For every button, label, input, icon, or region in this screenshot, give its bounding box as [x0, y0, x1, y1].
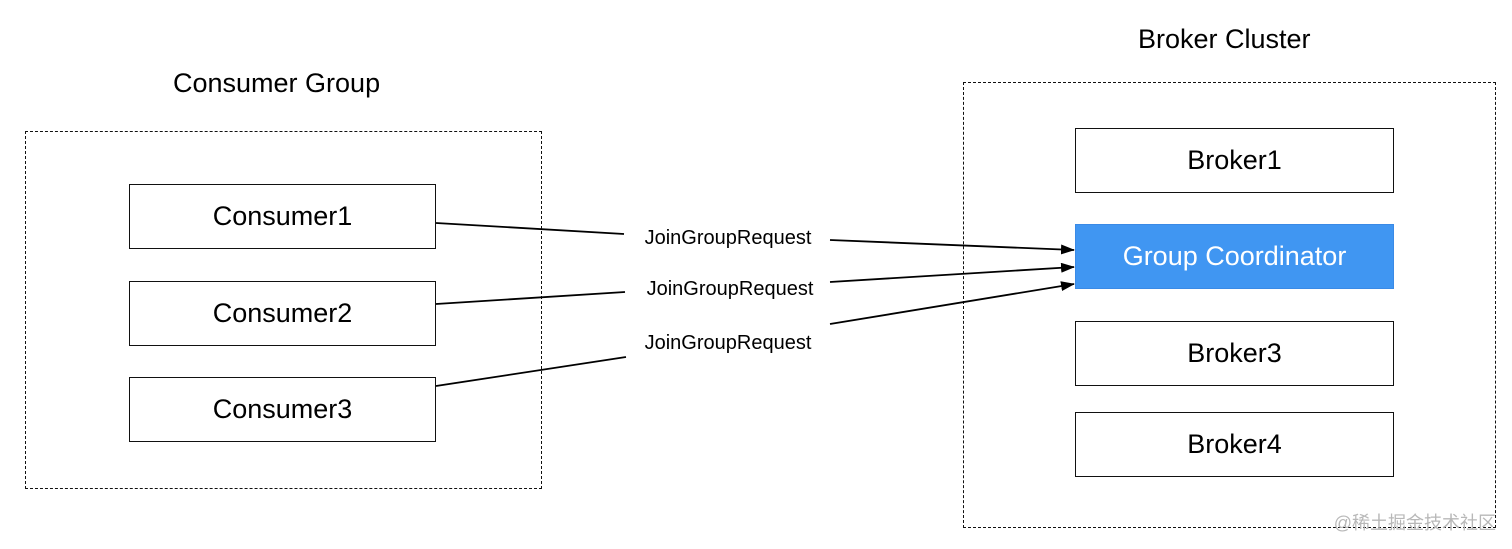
request-3-label: JoinGroupRequest: [645, 332, 812, 354]
consumer-group-container: [25, 131, 542, 489]
broker-3-node: Broker3: [1075, 321, 1394, 386]
request-1-label: JoinGroupRequest: [645, 227, 812, 249]
request-2-label: JoinGroupRequest: [647, 278, 814, 300]
consumer-1-node: Consumer1: [129, 184, 436, 249]
request-3-arrow-tail: [435, 356, 627, 387]
request-1-arrow-tail: [435, 222, 625, 235]
request-1-arrow-head: [829, 239, 1075, 255]
broker-1-node: Broker1: [1075, 128, 1394, 193]
consumer-3-node: Consumer3: [129, 377, 436, 442]
consumer-2-node: Consumer2: [129, 281, 436, 346]
watermark: @稀土掘金技术社区: [1333, 513, 1496, 533]
broker-cluster-title: Broker Cluster: [1138, 24, 1311, 54]
request-3-arrow-head: [829, 281, 1075, 325]
broker-4-node: Broker4: [1075, 412, 1394, 477]
request-2-arrow-head: [829, 262, 1075, 283]
broker-cluster-container: [963, 82, 1496, 528]
group-coordinator-node: Group Coordinator: [1075, 224, 1394, 289]
request-2-arrow-tail: [435, 291, 626, 305]
consumer-group-title: Consumer Group: [173, 68, 381, 98]
